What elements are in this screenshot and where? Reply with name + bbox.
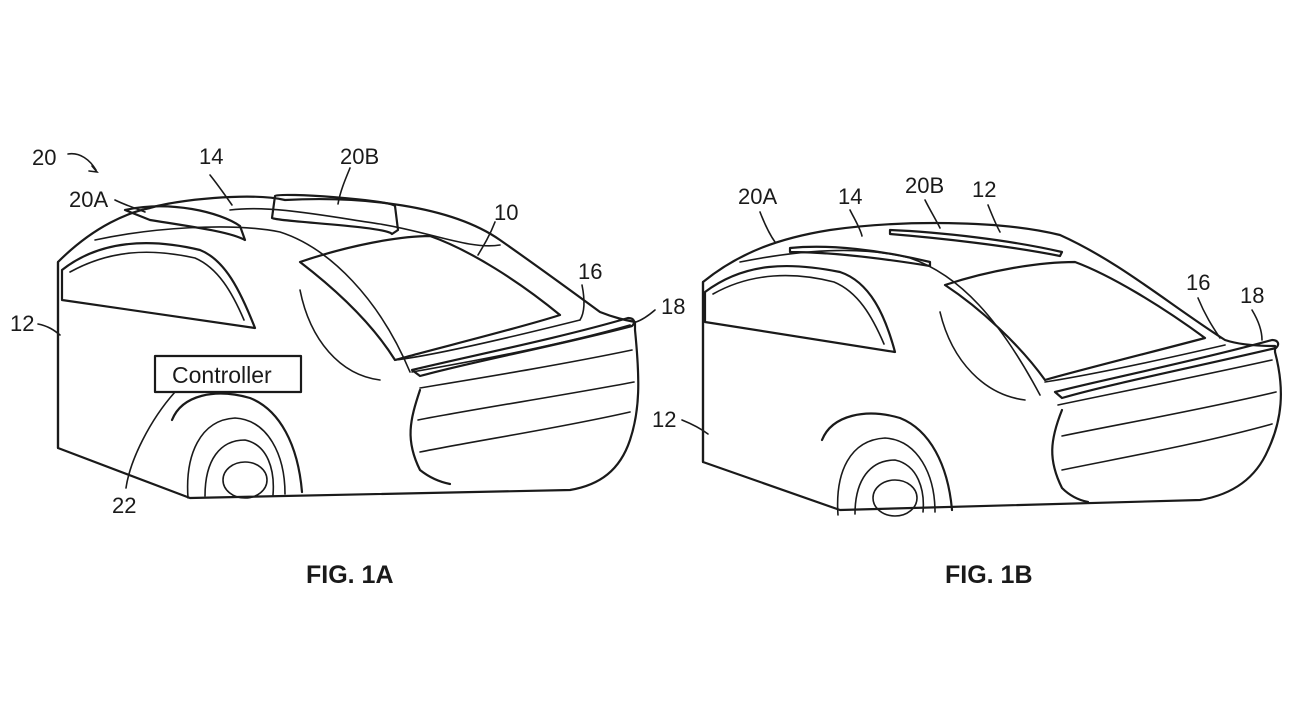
fig-1a-spoiler	[410, 316, 636, 378]
ref-20b: 20B	[340, 144, 379, 169]
fig-1a-car-body	[56, 195, 640, 500]
ref-16: 16	[578, 259, 602, 284]
fig-1a-drawing	[56, 193, 640, 500]
fig-1b-spoiler	[1053, 338, 1280, 400]
ref-22: 22	[112, 493, 136, 518]
ref-12-side-b: 12	[652, 407, 676, 432]
fig-1a-controller-box	[153, 354, 303, 394]
fig-1b-airfoil-20b	[888, 228, 1064, 258]
ref-20a-b: 20A	[738, 184, 777, 209]
fig-1b-airfoil-20a	[788, 245, 932, 268]
fig-1b-car-body	[701, 221, 1282, 517]
ref-12: 12	[10, 311, 34, 336]
ref-20: 20	[32, 145, 56, 170]
ref-10: 10	[494, 200, 518, 225]
ref-18-b: 18	[1240, 283, 1264, 308]
fig-1b-caption: FIG. 1B	[945, 561, 1033, 589]
ref-16-b: 16	[1186, 270, 1210, 295]
fig-1b-drawing	[701, 221, 1282, 517]
ref-20a: 20A	[69, 187, 108, 212]
fig-1a-airfoil-20b	[270, 193, 400, 236]
fig-1a-leader-lines	[37, 152, 656, 489]
fig-1b-leader-lines	[681, 199, 1263, 435]
controller-label: Controller	[172, 362, 272, 388]
ref-14-b: 14	[838, 184, 862, 209]
fig-1a-airfoil-20a	[123, 205, 247, 242]
fig-1a-caption: FIG. 1A	[306, 561, 394, 589]
ref-14: 14	[199, 144, 223, 169]
ref-18: 18	[661, 294, 685, 319]
ref-20b-b: 20B	[905, 173, 944, 198]
ref-12-top-b: 12	[972, 177, 996, 202]
